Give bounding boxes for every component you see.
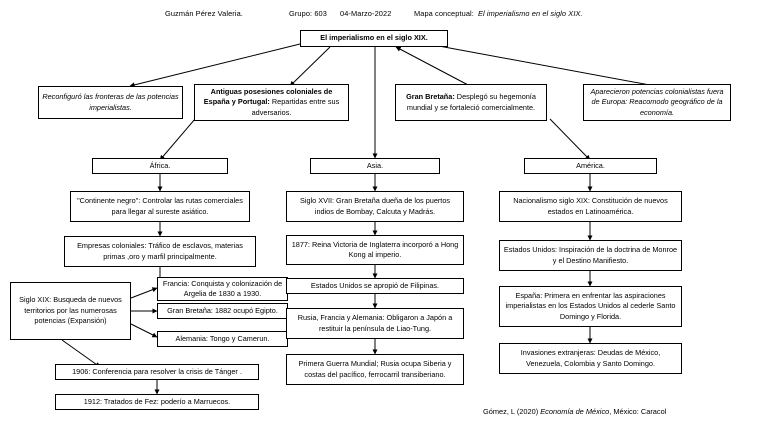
node-america-nacionalismo[interactable]: Nacionalismo siglo XIX: Constitución de … <box>499 191 682 222</box>
node-asia-liao-tung[interactable]: Rusia, Francia y Alemania: Obligaron a J… <box>286 308 464 339</box>
node-branch-granbretana-lead: Gran Bretaña: <box>406 92 455 102</box>
node-asia-reina-victoria-1877[interactable]: 1877: Reina Victoria de Inglaterra incor… <box>286 235 464 265</box>
node-branch-posesiones[interactable]: Antiguas posesiones coloniales de España… <box>194 84 349 121</box>
node-america-estados-unidos-monroe-label: Estados Unidos: Inspiración de la doctri… <box>503 245 678 265</box>
node-africa-siglo-xix-expansion[interactable]: Siglo XIX: Busqueda de nuevos territorio… <box>10 282 131 340</box>
node-africa-conferencia-1906-label: 1906: Conferencia para resolver la crisi… <box>72 366 242 376</box>
node-branch-posesiones-label: Antiguas posesiones coloniales de España… <box>198 87 345 118</box>
node-america-invasiones[interactable]: Invasiones extranjeras: Deudas de México… <box>499 343 682 374</box>
node-africa-alemania-label: Alemania: Tongo y Camerun. <box>175 333 270 343</box>
node-asia-reina-victoria-1877-label: 1877: Reina Victoria de Inglaterra incor… <box>291 239 459 259</box>
node-america-espana[interactable]: España: Primera en enfrentar las aspirac… <box>499 286 682 327</box>
node-branch-reconfiguro[interactable]: Reconfiguró las fronteras de las potenci… <box>38 86 183 119</box>
node-asia-siglo-xvii[interactable]: Siglo XVII: Gran Bretaña dueña de los pu… <box>286 191 464 222</box>
node-asia-filipinas[interactable]: Estados Unidos se apropió de Filipinas. <box>286 278 464 294</box>
header-label: Mapa conceptual: <box>414 9 474 18</box>
node-africa-alemania[interactable]: Alemania: Tongo y Camerun. <box>157 331 288 347</box>
node-branch-reconfiguro-label: Reconfiguró las fronteras de las potenci… <box>42 92 179 112</box>
footer-citation-title: Economía de México <box>540 407 610 416</box>
node-branch-posesiones-rest: Repartidas entre sus adversarios. <box>251 97 340 117</box>
node-africa-continente-negro-label: "Continente negro": Controlar las rutas … <box>77 196 243 216</box>
node-root[interactable]: El imperialismo en el siglo XIX. <box>300 30 448 47</box>
node-branch-potencias-fuera[interactable]: Aparecieron potencias colonialistas fuer… <box>583 84 731 121</box>
node-america-header[interactable]: América. <box>524 158 657 174</box>
node-africa-header[interactable]: África. <box>92 158 228 174</box>
node-branch-granbretana-rest: Desplegó su hegemonía mundial y se forta… <box>406 92 536 112</box>
node-africa-empresas-coloniales-label: Empresas coloniales: Tráfico de esclavos… <box>77 241 243 261</box>
node-africa-francia[interactable]: Francia: Conquista y colonización de Arg… <box>157 277 288 301</box>
header-author: Guzmán Pérez Valeria. <box>165 9 243 18</box>
node-africa-francia-label: Francia: Conquista y colonización de Arg… <box>162 278 283 298</box>
node-africa-gran-bretana-label: Gran Bretaña: 1882 ocupó Egipto. <box>167 305 278 315</box>
node-america-nacionalismo-label: Nacionalismo siglo XIX: Constitución de … <box>513 196 668 216</box>
footer-citation-pre: Gómez, L (2020) <box>483 407 541 416</box>
node-asia-primera-guerra-mundial-label: Primera Guerra Mundial; Rusia ocupa Sibe… <box>298 359 452 379</box>
node-branch-potencias-fuera-label: Aparecieron potencias colonialistas fuer… <box>590 86 724 117</box>
node-asia-header[interactable]: Asia. <box>310 158 440 174</box>
node-africa-gran-bretana[interactable]: Gran Bretaña: 1882 ocupó Egipto. <box>157 303 288 319</box>
node-africa-header-label: África. <box>149 160 171 170</box>
node-america-estados-unidos-monroe[interactable]: Estados Unidos: Inspiración de la doctri… <box>499 240 682 271</box>
footer-citation-post: , México: Caracol <box>609 407 667 416</box>
node-branch-granbretana-label: Gran Bretaña: Desplegó su hegemonía mund… <box>399 92 543 113</box>
node-africa-tratados-fez-1912[interactable]: 1912: Tratados de Fez: poderío a Marruec… <box>55 394 259 410</box>
node-africa-empresas-coloniales[interactable]: Empresas coloniales: Tráfico de esclavos… <box>64 236 256 267</box>
node-africa-conferencia-1906[interactable]: 1906: Conferencia para resolver la crisi… <box>55 364 259 380</box>
node-america-invasiones-label: Invasiones extranjeras: Deudas de México… <box>520 348 661 368</box>
node-root-label: El imperialismo en el siglo XIX. <box>320 33 428 43</box>
node-africa-siglo-xix-expansion-label: Siglo XIX: Busqueda de nuevos territorio… <box>19 295 122 326</box>
node-africa-continente-negro[interactable]: "Continente negro": Controlar las rutas … <box>70 191 250 222</box>
header-title: El imperialismo en el siglo XIX. <box>478 9 583 18</box>
node-branch-granbretana[interactable]: Gran Bretaña: Desplegó su hegemonía mund… <box>395 84 547 121</box>
node-asia-primera-guerra-mundial[interactable]: Primera Guerra Mundial; Rusia ocupa Sibe… <box>286 354 464 385</box>
node-asia-siglo-xvii-label: Siglo XVII: Gran Bretaña dueña de los pu… <box>299 196 451 216</box>
node-america-header-label: América. <box>576 160 605 170</box>
footer-citation: Gómez, L (2020) Economía de México, Méxi… <box>483 407 666 416</box>
header-group: Grupo: 603 <box>289 9 327 18</box>
node-america-espana-label: España: Primera en enfrentar las aspirac… <box>505 290 676 321</box>
node-asia-filipinas-label: Estados Unidos se apropió de Filipinas. <box>310 280 440 290</box>
node-asia-header-label: Asia. <box>366 160 384 170</box>
node-branch-posesiones-lead: Antiguas posesiones coloniales de España… <box>203 86 333 107</box>
header-date: 04-Marzo-2022 <box>340 9 392 18</box>
node-asia-liao-tung-label: Rusia, Francia y Alemania: Obligaron a J… <box>297 313 453 333</box>
node-africa-tratados-fez-1912-label: 1912: Tratados de Fez: poderío a Marruec… <box>83 396 231 406</box>
